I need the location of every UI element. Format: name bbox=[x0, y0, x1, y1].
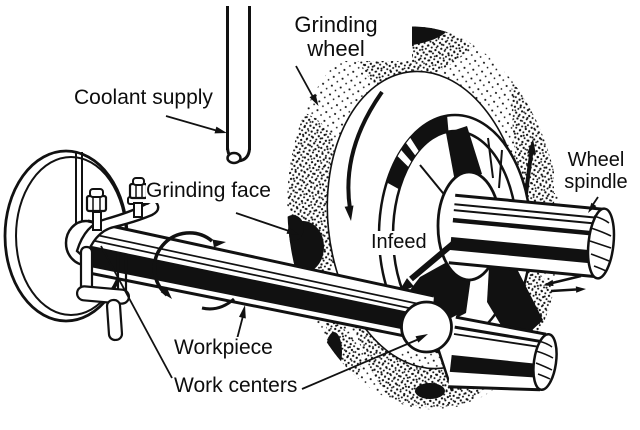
label-work-centers: Work centers bbox=[174, 374, 298, 398]
label-infeed: Infeed bbox=[368, 231, 430, 255]
grinding-wheel-leader bbox=[295, 65, 314, 98]
dog-bolt2-shaft bbox=[133, 202, 143, 218]
flange-black-band bbox=[386, 115, 449, 190]
flange-tick bbox=[397, 150, 412, 167]
dog-bolt-shaft bbox=[92, 211, 102, 231]
label-leaders bbox=[100, 65, 599, 390]
label-wheel-spindle: Wheel spindle bbox=[554, 149, 638, 194]
coolant-leader bbox=[165, 115, 219, 132]
label-coolant-supply: Coolant supply bbox=[74, 86, 213, 110]
tailstock-end-hatching bbox=[535, 340, 554, 380]
workpiece-leader bbox=[236, 315, 244, 340]
tailstock-spindle bbox=[448, 315, 558, 392]
label-grinding-face: Grinding face bbox=[146, 179, 271, 203]
lathe-dog bbox=[75, 177, 160, 262]
dog-bolt-cap bbox=[89, 188, 104, 198]
flange-tick bbox=[406, 137, 419, 156]
wheel-spindle-shaft bbox=[448, 193, 616, 280]
spindle-end-hatching bbox=[589, 215, 612, 272]
label-workpiece: Workpiece bbox=[174, 336, 273, 360]
work-center-ball bbox=[400, 300, 453, 354]
coolant-pipe bbox=[226, 6, 251, 165]
workpiece-rotation-arrow bbox=[152, 231, 235, 311]
dog-tail-bracket bbox=[75, 245, 131, 342]
dog-bolt-hex bbox=[85, 194, 108, 213]
dog-bolt2-hex bbox=[128, 182, 149, 200]
dog-bolt2-cap bbox=[132, 177, 145, 186]
label-grinding-wheel: Grinding wheel bbox=[260, 13, 412, 61]
grinding-face-leader bbox=[235, 212, 290, 232]
workpiece-shaft bbox=[83, 219, 435, 343]
traverse-double-arrow bbox=[543, 274, 586, 293]
work-centers-leader-right bbox=[301, 338, 420, 390]
work-centers-leader-left bbox=[100, 245, 173, 379]
